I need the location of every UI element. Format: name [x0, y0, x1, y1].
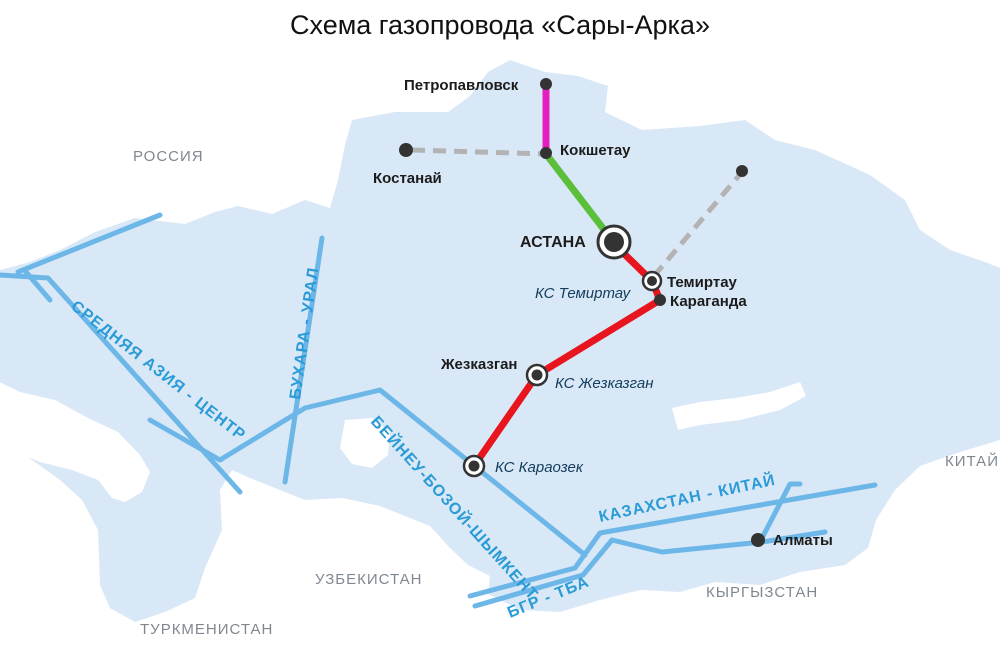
node-karaganda — [654, 294, 666, 306]
astana-dot — [604, 232, 624, 252]
pipeline-central-asia-center — [0, 272, 243, 495]
country-label-kyrgyzstan: КЫРГЫЗСТАН — [706, 584, 818, 601]
city-label-kokshetau: Кокшетау — [560, 142, 631, 159]
country-label-uzbekistan: УЗБЕКИСТАН — [315, 571, 422, 588]
country-label-russia: РОССИЯ — [133, 148, 204, 165]
kazakhstan-territory — [0, 60, 1000, 622]
pipeline-kz-china-2 — [472, 529, 828, 609]
lake-balkhash — [672, 382, 806, 430]
node-kokshetau — [540, 147, 552, 159]
city-label-almaty: Алматы — [773, 532, 833, 549]
city-label-kostanay: Костанай — [373, 170, 442, 187]
branch-kokshetau-kostanay — [411, 147, 546, 157]
map-title: Схема газопровода «Сары-Арка» — [290, 10, 710, 40]
country-label-turkmenistan: ТУРКМЕНИСТАН — [140, 621, 273, 638]
compressor-stations — [462, 270, 663, 478]
city-label-karaganda: Караганда — [670, 293, 747, 310]
station-label-temirtau: КС Темиртау — [535, 285, 632, 302]
pipeline-branch-nw — [15, 212, 163, 275]
segment-kokshetau-astana — [543, 151, 615, 243]
station-label-karaozek: КС Караозек — [495, 459, 584, 476]
capital-node — [596, 224, 632, 260]
node-petropavlovsk — [540, 78, 552, 90]
city-label-zhezkazgan: Жезказган — [440, 356, 518, 373]
city-label-astana: АСТАНА — [520, 234, 586, 251]
city-label-temirtau: Темиртау — [667, 274, 738, 291]
planned-branches — [411, 147, 744, 278]
pipeline-branch-w — [23, 269, 53, 303]
pipeline-almaty-branch — [757, 481, 803, 545]
node-northeast — [736, 165, 748, 177]
node-kostanay — [399, 143, 413, 157]
pipeline-beyneu-shymkent — [147, 387, 588, 558]
node-almaty — [751, 533, 765, 547]
branch-astana-northeast — [652, 170, 744, 278]
country-label-china: КИТАЙ — [945, 452, 999, 470]
city-nodes — [399, 78, 765, 547]
station-dot-zhezkazgan — [531, 369, 543, 381]
station-label-zhezkazgan: КС Жезказган — [555, 375, 653, 392]
station-dot-temirtau — [647, 276, 657, 286]
city-label-petropavlovsk: Петропавловск — [404, 77, 519, 94]
station-dot-karaozek — [468, 460, 480, 472]
pipeline-bukhara-ural — [282, 235, 325, 485]
caspian-sea — [0, 382, 150, 502]
existing-pipelines — [0, 212, 878, 609]
aral-sea — [340, 418, 390, 468]
pipeline-kz-china-1 — [467, 482, 878, 599]
